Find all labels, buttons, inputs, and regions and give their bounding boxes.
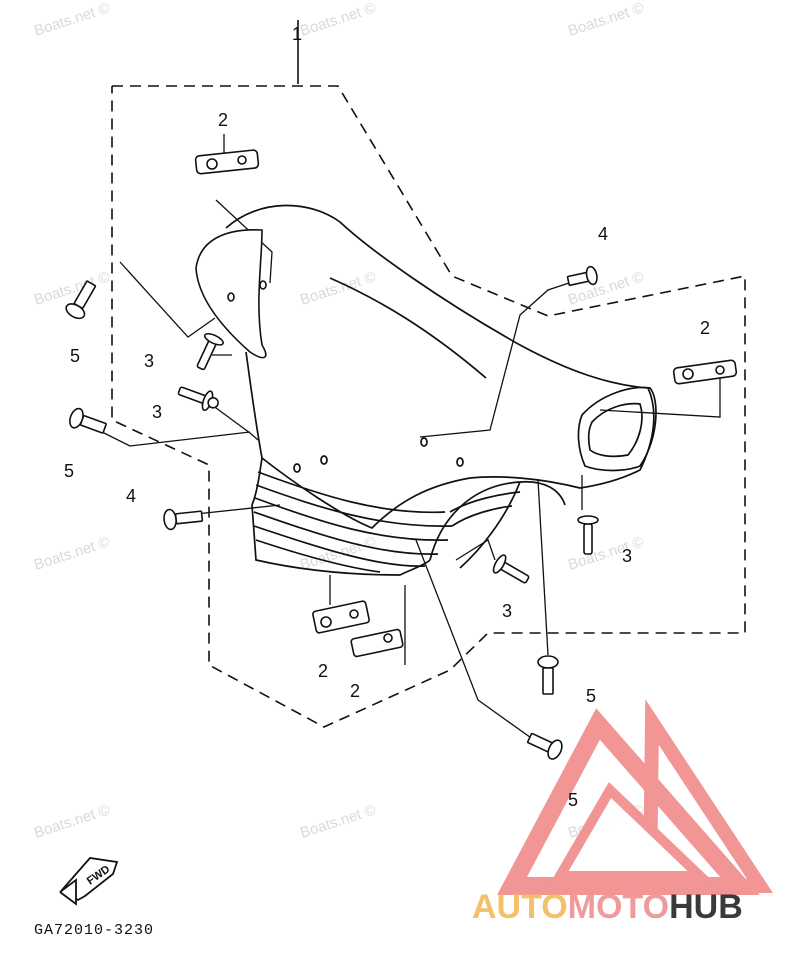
bracket-parts	[194, 149, 738, 658]
callout-4: 4	[598, 224, 608, 244]
rivet	[492, 554, 530, 584]
brand-triangle-logo	[497, 699, 773, 895]
watermark: Boats.net ©	[32, 533, 112, 573]
callout-5: 5	[586, 686, 596, 706]
bolt-parts	[65, 280, 563, 760]
callout-3: 3	[152, 402, 162, 422]
leader-lines	[89, 134, 721, 751]
callout-2: 2	[350, 681, 360, 701]
rivet	[177, 386, 219, 412]
bracket-lower-left	[312, 600, 370, 634]
callout-5: 5	[70, 346, 80, 366]
watermark: Boats.net ©	[32, 801, 112, 841]
callout-3: 3	[502, 601, 512, 621]
bolt	[537, 655, 559, 695]
watermark: Boats.net ©	[298, 0, 378, 40]
bolt	[69, 407, 107, 434]
diagram-part-code: GA72010-3230	[34, 922, 155, 939]
callout-2: 2	[218, 110, 228, 130]
brand-wordmark: AUTOMOTOHUB	[472, 888, 743, 927]
callout-3: 3	[622, 546, 632, 566]
bracket-top	[194, 149, 260, 175]
fwd-arrow-icon: FWD	[59, 857, 119, 906]
callout-1: 1	[292, 24, 302, 44]
watermark: Boats.net ©	[32, 0, 112, 40]
rivet	[577, 515, 599, 555]
bracket-lower-right	[350, 628, 404, 658]
bracket-right	[672, 359, 738, 385]
rivet-parts	[177, 332, 599, 584]
screw	[566, 265, 598, 286]
callout-2: 2	[700, 318, 710, 338]
screw	[163, 508, 204, 531]
watermark: Boats.net ©	[298, 268, 378, 308]
screw-parts	[163, 265, 598, 531]
callout-labels: 1 2 2 2 2 3 3 3 3 4 4 5 5 5 5	[64, 24, 710, 810]
callout-5: 5	[568, 790, 578, 810]
brand-part-hub: HUB	[669, 888, 743, 926]
cowl-body	[225, 204, 657, 576]
bolt	[527, 732, 563, 760]
rivet	[196, 332, 224, 371]
windshield	[195, 229, 267, 359]
callout-3: 3	[144, 351, 154, 371]
watermarks: Boats.net © Boats.net © Boats.net © Boat…	[32, 0, 646, 842]
brand-part-auto: AUTO	[472, 888, 568, 926]
callout-5: 5	[64, 461, 74, 481]
brand-part-moto: MOTO	[567, 888, 670, 926]
watermark: Boats.net ©	[298, 801, 378, 841]
callout-2: 2	[318, 661, 328, 681]
assembly-outline	[111, 20, 746, 728]
callout-4: 4	[126, 486, 136, 506]
watermark: Boats.net ©	[566, 0, 646, 40]
bolt	[65, 280, 97, 320]
watermark: Boats.net ©	[32, 268, 112, 308]
watermark: Boats.net ©	[566, 533, 646, 573]
